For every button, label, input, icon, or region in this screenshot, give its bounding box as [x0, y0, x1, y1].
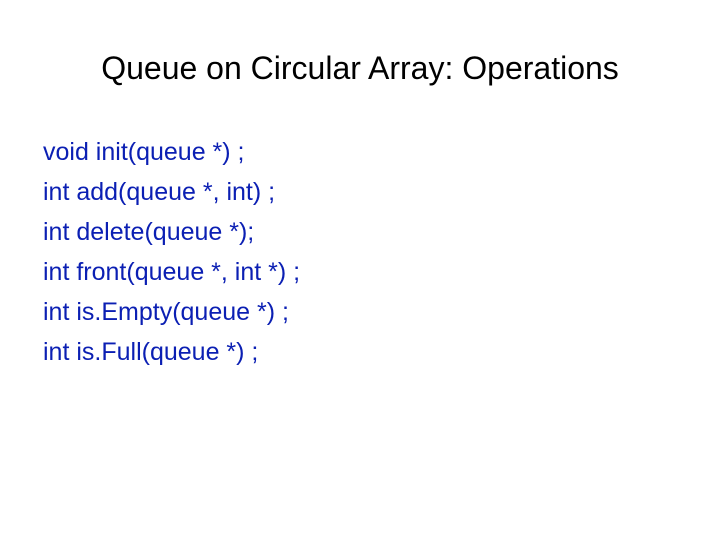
- function-front: int front(queue *, int *) ;: [43, 258, 301, 286]
- function-is-full: int is.Full(queue *) ;: [43, 338, 259, 366]
- slide-title: Queue on Circular Array: Operations: [101, 50, 619, 86]
- function-is-empty: int is.Empty(queue *) ;: [43, 298, 289, 326]
- function-list: void init(queue *) ; int add(queue *, in…: [43, 132, 300, 372]
- function-add: int add(queue *, int) ;: [43, 178, 276, 206]
- function-init: void init(queue *) ;: [43, 138, 245, 166]
- function-delete: int delete(queue *);: [43, 218, 255, 246]
